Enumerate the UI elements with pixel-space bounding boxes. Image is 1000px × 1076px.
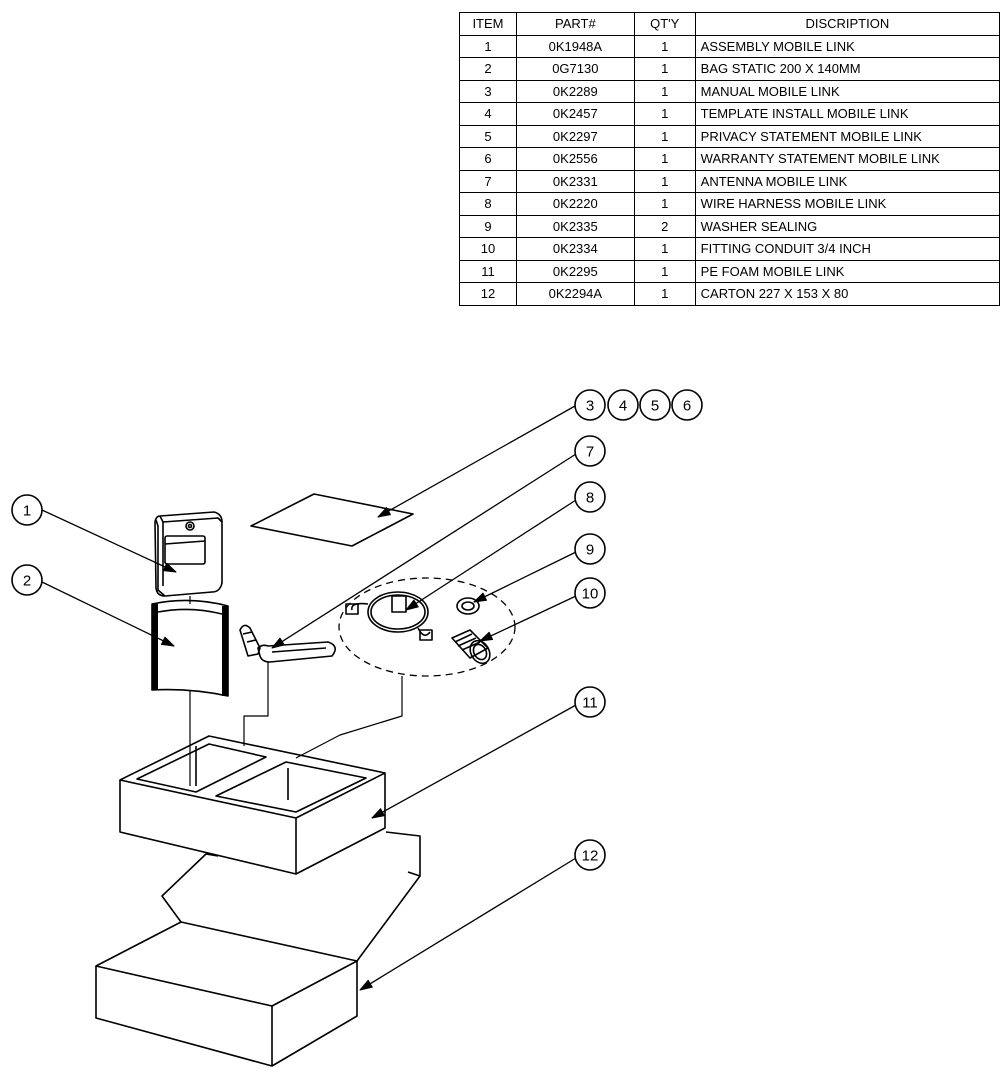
pe-foam-insert	[119, 735, 386, 875]
bom-description: WASHER SEALING	[694, 214, 1000, 238]
wire-harness	[345, 591, 433, 641]
sealing-washer	[456, 597, 480, 615]
item-balloon-label: 6	[683, 398, 691, 415]
bom-part-number: 0K2297	[515, 124, 635, 148]
leader-arrowhead	[479, 631, 494, 642]
item-balloon	[639, 389, 671, 421]
static-bag	[151, 599, 229, 697]
bom-description: WIRE HARNESS MOBILE LINK	[694, 192, 1000, 216]
bom-item-number: 12	[459, 282, 517, 306]
item-balloon	[574, 435, 606, 467]
item-balloon	[574, 839, 606, 871]
mobile-link-device	[154, 511, 223, 597]
item-balloon-label: 12	[582, 848, 599, 865]
bom-item-number: 8	[459, 192, 517, 216]
bom-description: ANTENNA MOBILE LINK	[694, 169, 1000, 193]
bom-item-number: 7	[459, 169, 517, 193]
leader-line	[405, 499, 577, 611]
item-balloon-label: 8	[586, 490, 594, 507]
item-balloon-label: 4	[619, 398, 627, 415]
item-balloon	[574, 533, 606, 565]
item-balloon	[574, 481, 606, 513]
bom-item-number: 10	[459, 237, 517, 261]
item-balloon	[11, 494, 43, 526]
item-balloon	[671, 389, 703, 421]
bom-description: PE FOAM MOBILE LINK	[694, 259, 1000, 283]
antenna	[239, 624, 336, 663]
item-balloon	[607, 389, 639, 421]
leader-arrowhead	[359, 979, 373, 991]
leader-line	[377, 405, 576, 518]
bom-description: PRIVACY STATEMENT MOBILE LINK	[694, 124, 1000, 148]
bom-description: ASSEMBLY MOBILE LINK	[694, 34, 1000, 58]
document-sheets	[250, 493, 414, 547]
hardware-group-outline	[338, 577, 516, 677]
leader-arrowhead	[371, 808, 385, 819]
leader-arrowhead	[405, 599, 419, 611]
bom-part-number: 0K2220	[515, 192, 635, 216]
bom-item-number: 5	[459, 124, 517, 148]
leader-arrowhead	[473, 592, 488, 603]
item-balloon-label: 7	[586, 444, 594, 461]
bom-part-number: 0K2331	[515, 169, 635, 193]
item-balloon-label: 10	[582, 586, 599, 603]
item-balloon-label: 1	[23, 503, 31, 520]
bom-description: CARTON 227 X 153 X 80	[694, 282, 1000, 306]
item-balloon-label: 9	[586, 542, 594, 559]
leader-arrowhead	[271, 637, 285, 649]
item-balloon-label: 11	[582, 695, 598, 712]
conduit-fitting	[451, 629, 491, 665]
bom-item-number: 4	[459, 102, 517, 126]
leader-line	[371, 704, 577, 819]
bom-part-number: 0K2457	[515, 102, 635, 126]
bom-part-number: 0K2556	[515, 147, 635, 171]
bom-description: TEMPLATE INSTALL MOBILE LINK	[694, 102, 1000, 126]
bom-description: MANUAL MOBILE LINK	[694, 79, 1000, 103]
item-balloon-label: 2	[23, 573, 31, 590]
item-balloon-label: 5	[651, 398, 659, 415]
item-balloon-label: 3	[586, 398, 594, 415]
bom-item-number: 9	[459, 214, 517, 238]
item-balloon	[574, 577, 606, 609]
leader-line	[479, 595, 577, 642]
bom-header-row: ITEM PART# QT'Y DISCRIPTION	[459, 12, 1000, 36]
item-balloon	[11, 564, 43, 596]
bom-part-number: 0K2335	[515, 214, 635, 238]
leader-line	[359, 857, 577, 991]
bom-part-number: 0K2294A	[515, 282, 635, 306]
leader-arrowhead	[377, 507, 391, 518]
leader-arrowhead	[160, 636, 175, 647]
leader-line	[41, 509, 177, 573]
item-balloon	[574, 686, 606, 718]
item-balloon	[574, 389, 606, 421]
bom-item-number: 11	[459, 259, 517, 283]
bom-description: WARRANTY STATEMENT MOBILE LINK	[694, 147, 1000, 171]
bom-item-number: 6	[459, 147, 517, 171]
leader-line	[271, 453, 577, 649]
bom-part-number: 0K2289	[515, 79, 635, 103]
assembly-guide-lines	[189, 596, 403, 786]
carton-box	[95, 831, 421, 1067]
leader-arrowhead	[162, 562, 177, 573]
leader-line	[41, 581, 175, 647]
bom-quantity: 1	[633, 124, 696, 148]
leader-line	[473, 551, 577, 603]
